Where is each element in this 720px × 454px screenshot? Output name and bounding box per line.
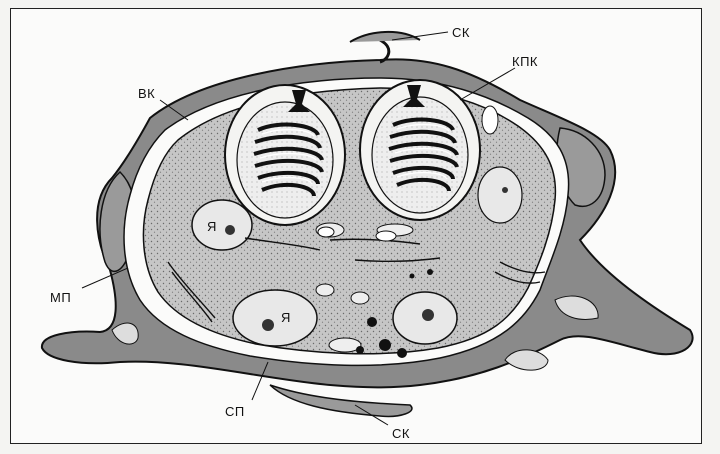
label-sp: СП: [225, 404, 245, 419]
vesicle: [482, 106, 498, 134]
nucleolus-upper-right: [502, 187, 508, 193]
mitochondrion: [351, 292, 369, 304]
nucleus-left: [192, 200, 252, 250]
label-mp: МП: [50, 290, 71, 305]
vesicle: [318, 227, 334, 237]
top-junction-cap: [350, 32, 420, 42]
nucleus-bottom: [233, 290, 317, 346]
nucleus-upper-right: [478, 167, 522, 223]
label-nucleus-left: Я: [207, 219, 217, 234]
nucleolus-right: [422, 309, 434, 321]
nucleolus-left: [225, 225, 235, 235]
top-junction: [380, 40, 389, 62]
vesicle: [376, 231, 396, 241]
label-kpk: КПК: [512, 54, 538, 69]
mitochondrion: [316, 284, 334, 296]
label-sk-top: СК: [452, 25, 470, 40]
label-nucleus-bottom: Я: [281, 310, 291, 325]
nucleolus-bottom: [262, 319, 274, 331]
label-vk: ВК: [138, 86, 155, 101]
label-sk-bottom: СК: [392, 426, 410, 441]
bottom-flap: [270, 385, 412, 416]
